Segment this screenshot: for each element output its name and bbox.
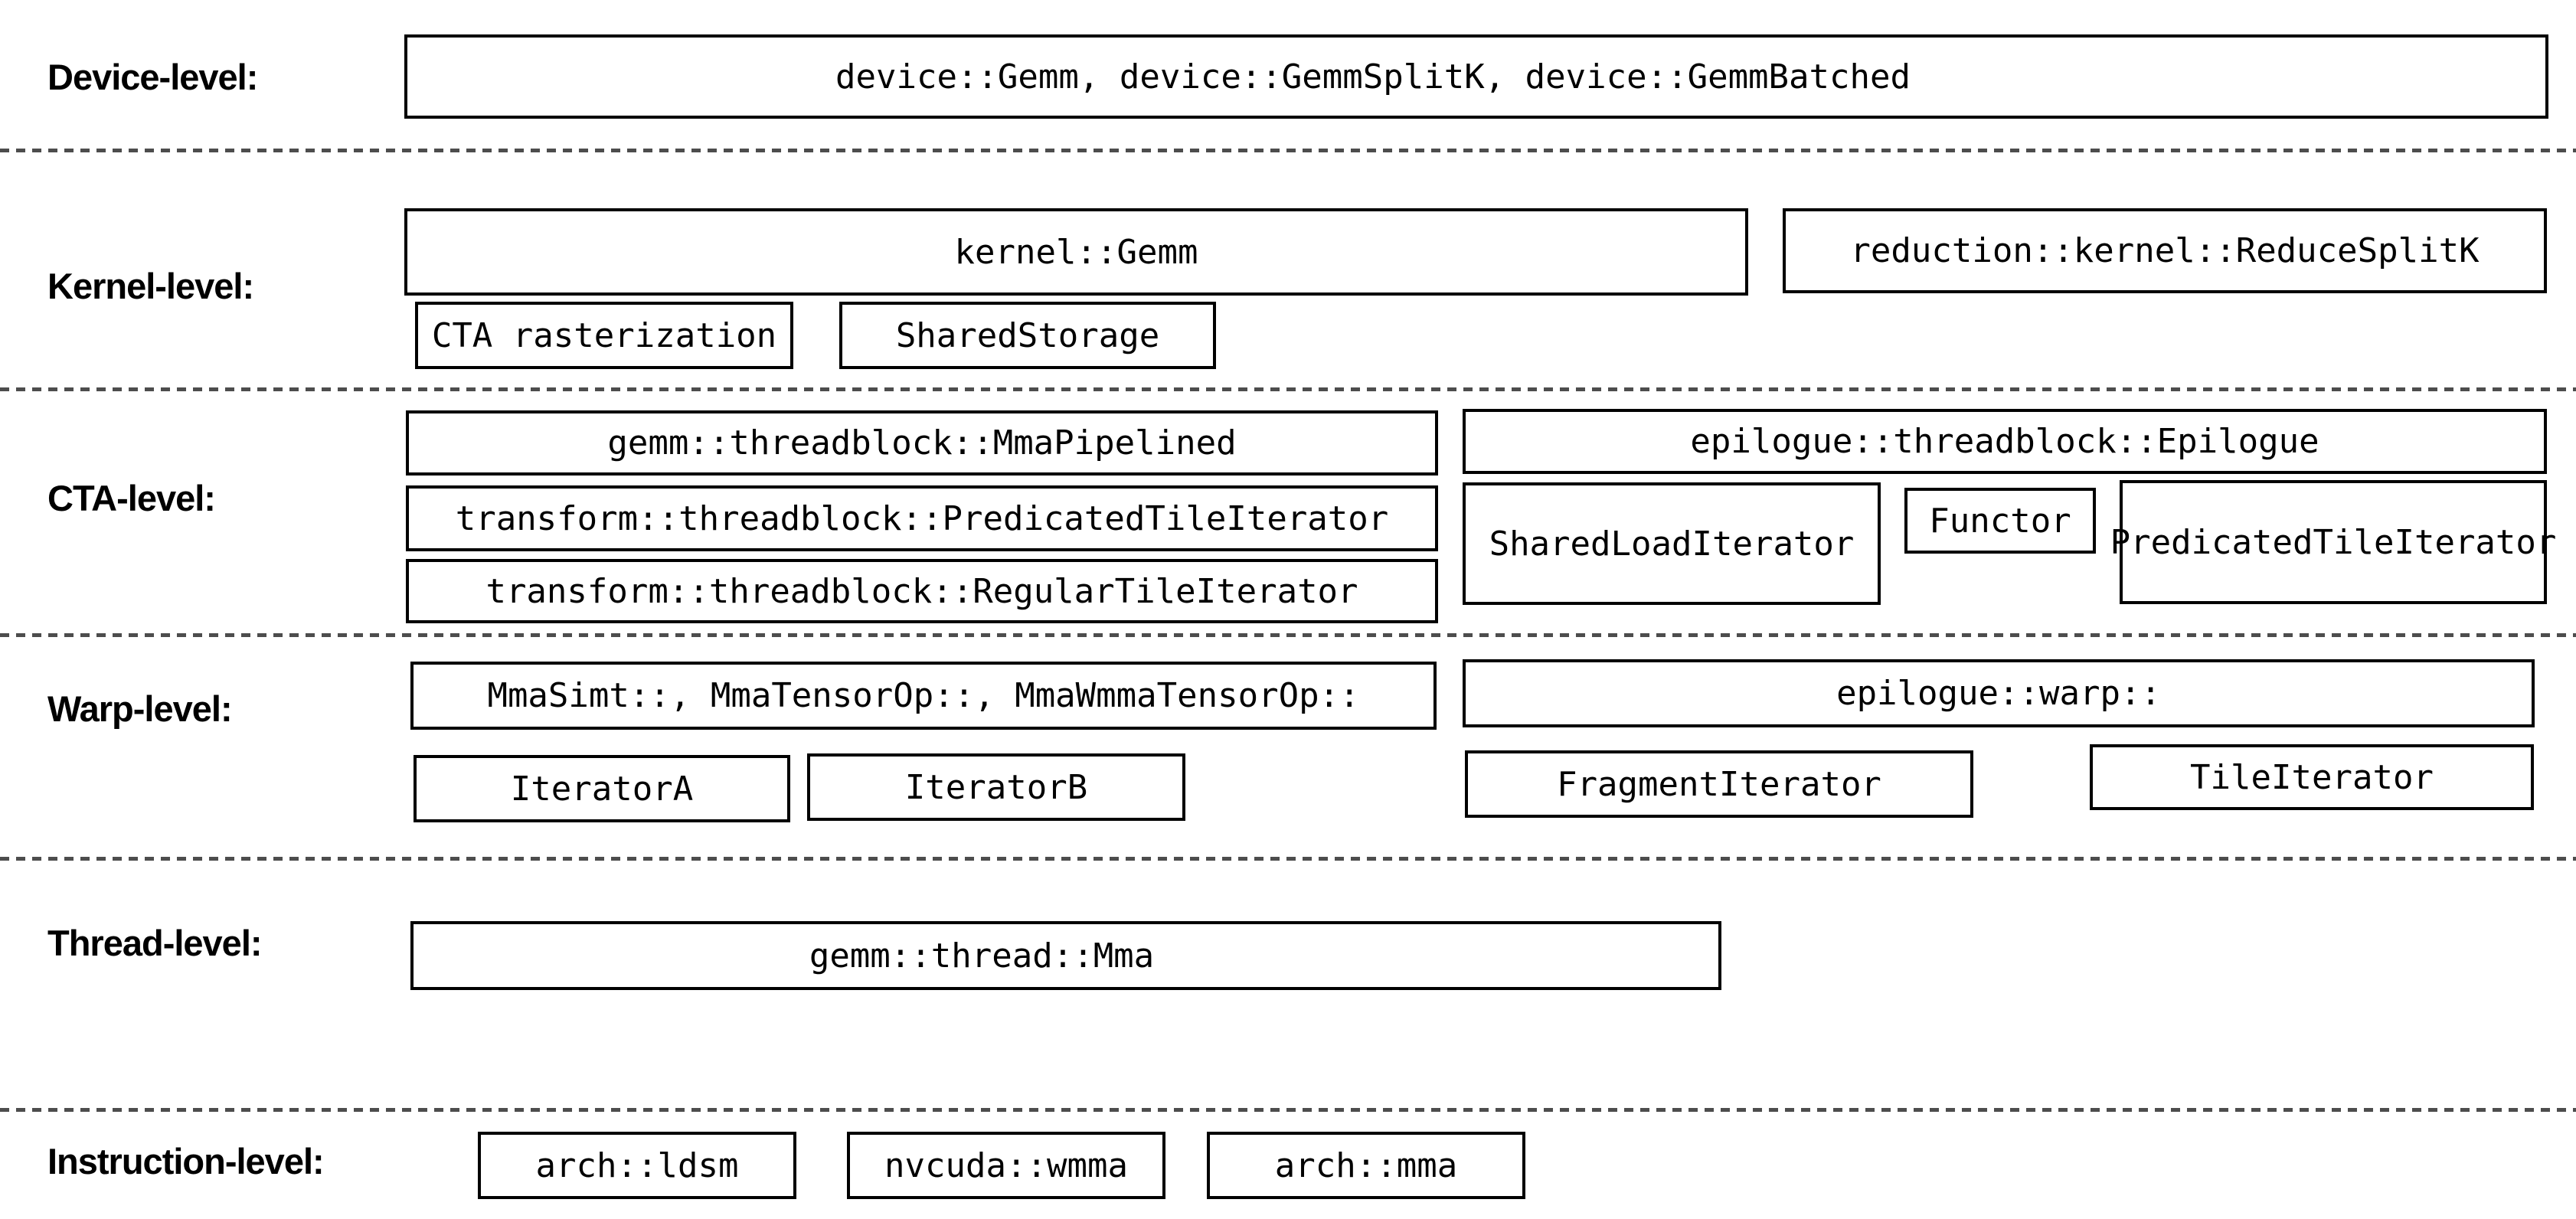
box-arch-ldsm: arch::ldsm: [478, 1132, 796, 1199]
box-epilogue-threadblock: epilogue::threadblock::Epilogue: [1463, 409, 2547, 474]
row-label-instruction-level: Instruction-level:: [47, 1141, 325, 1181]
box-text-fragment-iterator: FragmentIterator: [1557, 764, 1881, 804]
separator-device-kernel: [0, 149, 2576, 152]
box-iterator-a: IteratorA: [414, 755, 790, 822]
box-text-epilogue-warp: epilogue::warp::: [1836, 674, 2161, 713]
box-functor: Functor: [1904, 488, 2096, 554]
box-text-gemm-thread-mma: gemm::thread::Mma: [809, 936, 1155, 976]
box-text-arch-mma: arch::mma: [1274, 1145, 1458, 1185]
box-tile-iterator: TileIterator: [2090, 744, 2534, 810]
separator-warp-thread: [0, 857, 2576, 861]
box-cta-rasterization: CTA rasterization: [415, 302, 793, 369]
box-device-gemm: device::Gemm, device::GemmSplitK, device…: [404, 34, 2548, 119]
box-iterator-b: IteratorB: [807, 753, 1185, 821]
box-text-shared-load-iterator: SharedLoadIterator: [1489, 524, 1855, 564]
row-label-warp-level: Warp-level:: [47, 688, 233, 729]
separator-kernel-cta: [0, 387, 2576, 391]
box-text-functor: Functor: [1929, 501, 2071, 541]
box-shared-load-iterator: SharedLoadIterator: [1463, 482, 1881, 605]
box-text-regular-tile-iterator: transform::threadblock::RegularTileItera…: [485, 571, 1358, 611]
row-label-cta-level: CTA-level:: [47, 478, 216, 518]
box-nvcuda-wmma: nvcuda::wmma: [847, 1132, 1165, 1199]
box-text-shared-storage: SharedStorage: [895, 315, 1160, 355]
box-mma-pipelined: gemm::threadblock::MmaPipelined: [406, 410, 1438, 476]
box-arch-mma: arch::mma: [1207, 1132, 1525, 1199]
box-text-tile-iterator: TileIterator: [2190, 757, 2434, 797]
box-text-iterator-a: IteratorA: [510, 769, 694, 809]
box-predicated-tile-iterator: PredicatedTileIterator: [2110, 480, 2556, 604]
box-warp-mma-variants: MmaSimt::, MmaTensorOp::, MmaWmmaTensorO…: [410, 662, 1437, 730]
box-shared-storage: SharedStorage: [839, 302, 1216, 369]
box-transform-predicated-tile-iterator: transform::threadblock::PredicatedTileIt…: [406, 485, 1438, 551]
box-text-nvcuda-wmma: nvcuda::wmma: [884, 1145, 1128, 1185]
separator-cta-warp: [0, 633, 2576, 637]
row-label-thread-level: Thread-level:: [47, 923, 263, 963]
box-text-reduce-splitk: reduction::kernel::ReduceSplitK: [1850, 231, 2480, 270]
box-text-epilogue-threadblock: epilogue::threadblock::Epilogue: [1690, 422, 2319, 461]
box-regular-tile-iterator: transform::threadblock::RegularTileItera…: [406, 559, 1438, 623]
box-text-mma-pipelined: gemm::threadblock::MmaPipelined: [607, 423, 1237, 462]
box-text-kernel-gemm: kernel::Gemm: [954, 232, 1198, 272]
box-kernel-gemm: kernel::Gemm: [404, 208, 1748, 296]
box-text-arch-ldsm: arch::ldsm: [535, 1145, 739, 1185]
box-text-transform-predicated-tile-iterator: transform::threadblock::PredicatedTileIt…: [455, 498, 1389, 538]
box-epilogue-warp: epilogue::warp::: [1463, 659, 2535, 727]
box-text-iterator-b: IteratorB: [904, 767, 1088, 807]
box-text-cta-rasterization: CTA rasterization: [431, 315, 777, 355]
box-gemm-thread-mma: gemm::thread::Mma: [410, 921, 1721, 990]
box-text-warp-mma-variants: MmaSimt::, MmaTensorOp::, MmaWmmaTensorO…: [487, 676, 1360, 715]
box-text-device-gemm: device::Gemm, device::GemmSplitK, device…: [835, 57, 1911, 96]
box-text-predicated-tile-iterator: PredicatedTileIterator: [2110, 522, 2557, 562]
box-fragment-iterator: FragmentIterator: [1465, 750, 1973, 818]
row-label-kernel-level: Kernel-level:: [47, 266, 254, 306]
separator-thread-instruction: [0, 1108, 2576, 1112]
row-label-device-level: Device-level:: [47, 57, 258, 97]
box-reduction-kernel-reduce-splitk: reduction::kernel::ReduceSplitK: [1783, 208, 2547, 293]
